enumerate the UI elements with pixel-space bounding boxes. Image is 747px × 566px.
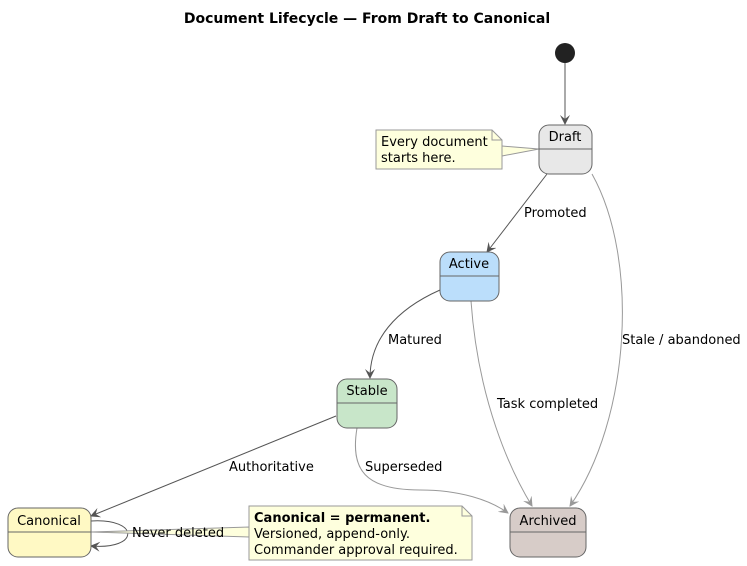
edge-label-matured: Matured	[388, 333, 442, 348]
edges	[90, 63, 623, 552]
note-canonical-title: Canonical = permanent.	[254, 511, 430, 526]
note-draft-line-1: Every document	[381, 135, 488, 150]
edge-label-stale: Stale / abandoned	[622, 333, 741, 348]
edge-never-deleted	[90, 520, 129, 552]
state-draft-label: Draft	[549, 130, 582, 145]
note-draft-line-2: starts here.	[381, 151, 456, 166]
edge-authoritative	[90, 415, 337, 518]
note-canonical-line-2: Commander approval required.	[254, 543, 458, 558]
edge-label-superseded: Superseded	[365, 460, 442, 475]
edge-stale-abandoned	[569, 173, 623, 507]
edge-label-promoted: Promoted	[524, 206, 587, 221]
state-archived-label: Archived	[520, 514, 577, 529]
state-canonical[interactable]: Canonical	[7, 507, 92, 558]
edge-task-completed	[470, 300, 533, 507]
state-active-label: Active	[449, 257, 489, 272]
note-canonical-line-1: Versioned, append-only.	[254, 527, 410, 542]
edge-label-never-deleted: Never deleted	[132, 526, 224, 541]
edge-label-authoritative: Authoritative	[229, 460, 314, 475]
state-active[interactable]: Active	[439, 251, 500, 302]
state-canonical-label: Canonical	[17, 514, 81, 529]
start-node	[555, 43, 575, 63]
edge-matured	[365, 289, 441, 379]
edge-promoted	[486, 173, 548, 253]
note-canonical: Canonical = permanent. Versioned, append…	[90, 505, 473, 561]
state-draft[interactable]: Draft	[538, 124, 593, 175]
edge-label-task-completed: Task completed	[496, 397, 598, 412]
diagram-title: Document Lifecycle — From Draft to Canon…	[184, 11, 550, 27]
state-stable[interactable]: Stable	[336, 378, 398, 429]
state-archived[interactable]: Archived	[509, 507, 587, 558]
state-stable-label: Stable	[346, 384, 387, 399]
edge-superseded	[354, 427, 509, 514]
note-draft: Every document starts here.	[375, 129, 540, 170]
